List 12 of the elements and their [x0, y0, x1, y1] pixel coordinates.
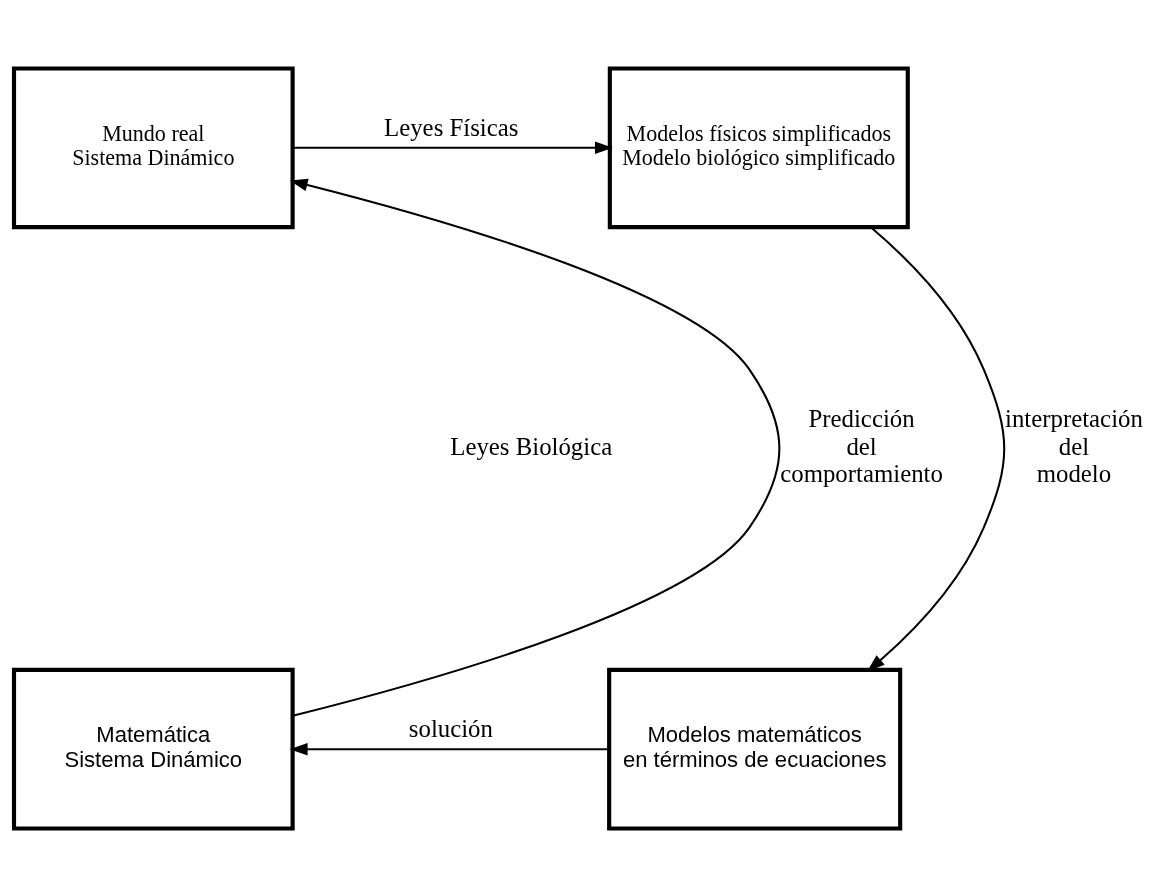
node-box: Matemática Sistema Dinámico — [11, 667, 295, 831]
arrow — [289, 178, 781, 717]
edge-label: interpretación del modelo — [1005, 404, 1143, 487]
label: Leyes Biológica — [450, 432, 613, 460]
node-box: Modelos matemáticos en términos de ecuaciones — [607, 667, 903, 831]
edge-label: Predicción del comportamiento — [780, 404, 943, 487]
edge-label: solución — [408, 714, 493, 742]
node-box: Modelos físicos simplificados Modelo biológico simplificado — [607, 65, 910, 229]
node-box: Mundo real Sistema Dinámico — [11, 65, 295, 229]
arrow — [289, 742, 610, 755]
arrow — [293, 141, 613, 154]
edge-label: Leyes Físicas — [384, 113, 519, 141]
